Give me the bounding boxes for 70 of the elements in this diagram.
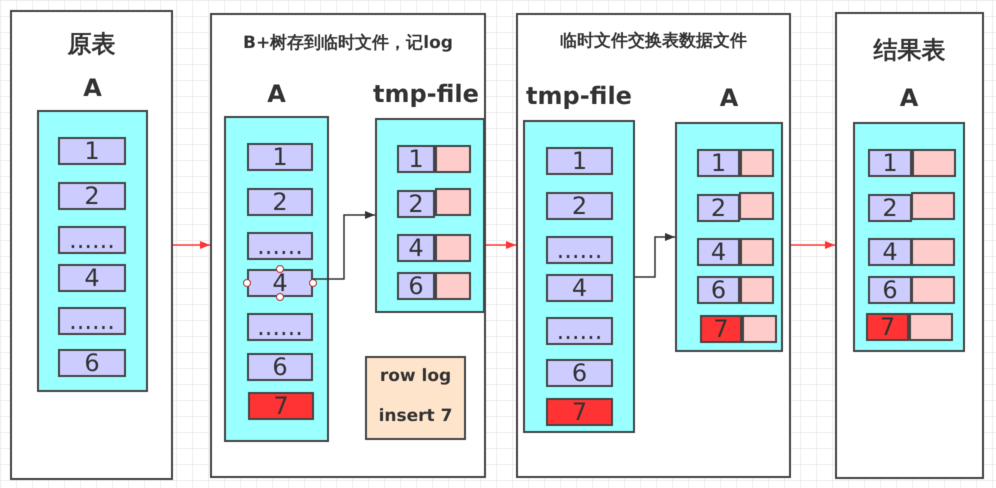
key-cell: 6 bbox=[247, 353, 313, 381]
stage-panel bbox=[516, 13, 791, 478]
arrow bbox=[791, 241, 835, 249]
value-cell bbox=[435, 188, 471, 216]
key-cell: 7 bbox=[546, 398, 613, 426]
value-cell bbox=[911, 238, 955, 266]
panel-title: 结果表 bbox=[872, 36, 946, 65]
table-title: A bbox=[266, 80, 287, 109]
key-cell: 2 bbox=[58, 182, 126, 210]
panel-title: 临时文件交换表数据文件 bbox=[559, 31, 748, 52]
key-cell: 1 bbox=[397, 145, 435, 173]
key-cell: 1 bbox=[868, 149, 912, 177]
log-text: insert 7 bbox=[378, 406, 454, 426]
value-cell bbox=[740, 149, 774, 177]
panel-title: B+树存到临时文件，记log bbox=[242, 33, 454, 54]
log-box bbox=[365, 356, 466, 440]
key-cell: 4 bbox=[697, 238, 740, 266]
key-cell: 2 bbox=[697, 194, 740, 222]
key-cell: 7 bbox=[248, 392, 314, 420]
stage-panel bbox=[10, 10, 173, 480]
value-cell bbox=[911, 192, 955, 220]
arrow bbox=[173, 241, 210, 249]
key-cell: 2 bbox=[247, 188, 313, 216]
arrow bbox=[486, 241, 516, 249]
table-title: A bbox=[718, 84, 740, 113]
key-cell: 4 bbox=[247, 269, 313, 297]
value-cell bbox=[740, 238, 774, 266]
key-cell: 1 bbox=[546, 147, 613, 175]
key-cell: ...... bbox=[247, 232, 313, 260]
stage-panel bbox=[210, 13, 486, 478]
value-cell bbox=[911, 276, 955, 304]
arrow bbox=[313, 211, 375, 280]
value-cell bbox=[435, 145, 471, 173]
key-cell: 2 bbox=[397, 190, 435, 218]
key-cell: 7 bbox=[866, 313, 909, 341]
key-cell: ...... bbox=[546, 317, 613, 345]
key-cell: 4 bbox=[868, 238, 912, 266]
table-title: tmp-file bbox=[525, 82, 633, 111]
panel-title: 原表 bbox=[66, 30, 116, 59]
value-cell bbox=[912, 149, 956, 177]
key-cell: ...... bbox=[58, 307, 126, 335]
key-cell: 2 bbox=[546, 192, 613, 220]
key-cell: 4 bbox=[546, 274, 613, 302]
key-cell: 6 bbox=[546, 359, 613, 387]
value-cell bbox=[435, 272, 471, 300]
key-cell: 6 bbox=[58, 349, 126, 377]
key-cell: 4 bbox=[58, 264, 126, 292]
key-cell: 1 bbox=[697, 149, 740, 177]
key-cell: ...... bbox=[546, 236, 613, 264]
log-text: row log bbox=[378, 366, 452, 386]
key-cell: 1 bbox=[58, 137, 126, 165]
table-title: tmp-file bbox=[373, 80, 479, 109]
key-cell: 1 bbox=[247, 143, 313, 171]
arrow bbox=[635, 233, 675, 278]
value-cell bbox=[435, 234, 471, 262]
key-cell: 7 bbox=[700, 315, 742, 343]
key-cell: 2 bbox=[868, 194, 912, 222]
value-cell bbox=[909, 313, 953, 341]
key-cell: 6 bbox=[868, 276, 912, 304]
stage-panel bbox=[835, 12, 984, 479]
table-title: A bbox=[82, 74, 103, 103]
key-cell: ...... bbox=[247, 313, 313, 341]
value-cell bbox=[740, 276, 774, 304]
key-cell: 4 bbox=[397, 234, 435, 262]
value-cell bbox=[742, 315, 777, 343]
key-cell: 6 bbox=[697, 276, 740, 304]
key-cell: 6 bbox=[397, 272, 435, 300]
value-cell bbox=[739, 192, 774, 220]
key-cell: ...... bbox=[58, 226, 126, 254]
table-title: A bbox=[898, 84, 920, 113]
